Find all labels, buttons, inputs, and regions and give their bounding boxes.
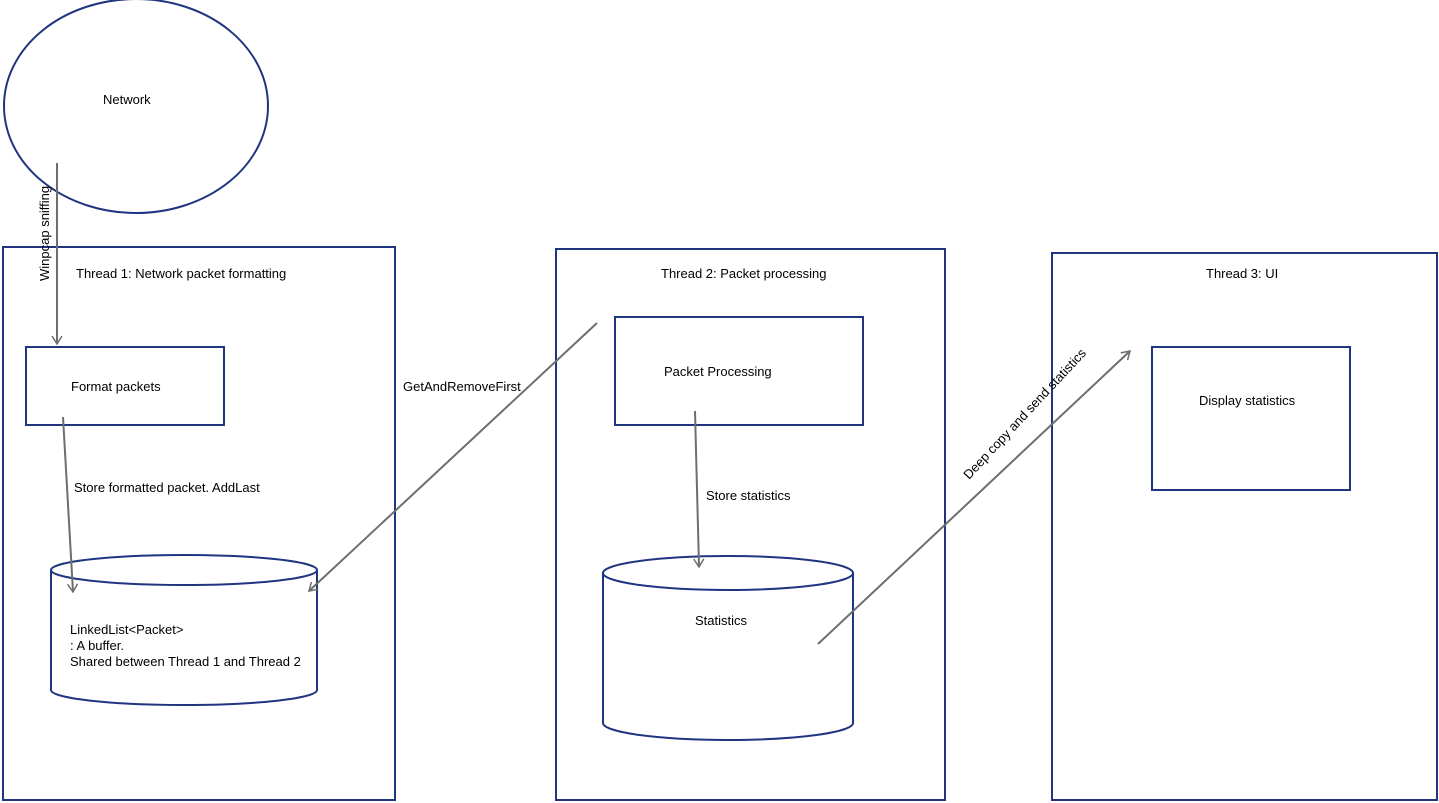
get-and-remove-label: GetAndRemoveFirst xyxy=(403,379,521,394)
linked-list-line2: : A buffer. xyxy=(70,638,124,653)
linked-list-cylinder: LinkedList<Packet> : A buffer. Shared be… xyxy=(50,554,318,706)
store-statistics-label: Store statistics xyxy=(706,488,791,503)
linked-list-line1: LinkedList<Packet> xyxy=(70,622,183,637)
edge-store-statistics: Store statistics xyxy=(693,410,791,569)
thread3-container: Thread 3: UI xyxy=(1051,252,1438,801)
linked-list-line3: Shared between Thread 1 and Thread 2 xyxy=(70,654,301,669)
packet-processing-box: Packet Processing xyxy=(614,316,864,426)
edge-store-formatted: Store formatted packet. AddLast xyxy=(62,416,260,594)
thread1-container: Thread 1: Network packet formatting xyxy=(2,246,396,801)
network-node: Network xyxy=(3,0,269,214)
edge-winpcap: Winpcap sniffing xyxy=(37,163,63,346)
store-formatted-label: Store formatted packet. AddLast xyxy=(74,480,260,495)
winpcap-label: Winpcap sniffing xyxy=(37,186,52,281)
display-statistics-label: Display statistics xyxy=(1199,393,1296,408)
thread3-title: Thread 3: UI xyxy=(1206,266,1278,281)
network-label: Network xyxy=(103,92,151,107)
packet-processing-label: Packet Processing xyxy=(664,364,772,379)
statistics-cylinder: Statistics xyxy=(602,555,854,741)
display-statistics-box: Display statistics xyxy=(1151,346,1351,491)
edge-deep-copy: Deep copy and send statistics xyxy=(817,345,1132,645)
deep-copy-label: Deep copy and send statistics xyxy=(960,345,1089,482)
statistics-label: Statistics xyxy=(695,613,748,628)
format-packets-label: Format packets xyxy=(71,379,161,394)
thread1-title: Thread 1: Network packet formatting xyxy=(76,266,286,281)
format-packets-box: Format packets xyxy=(25,346,225,426)
thread2-title: Thread 2: Packet processing xyxy=(661,266,826,281)
edge-get-and-remove: GetAndRemoveFirst xyxy=(307,322,598,592)
